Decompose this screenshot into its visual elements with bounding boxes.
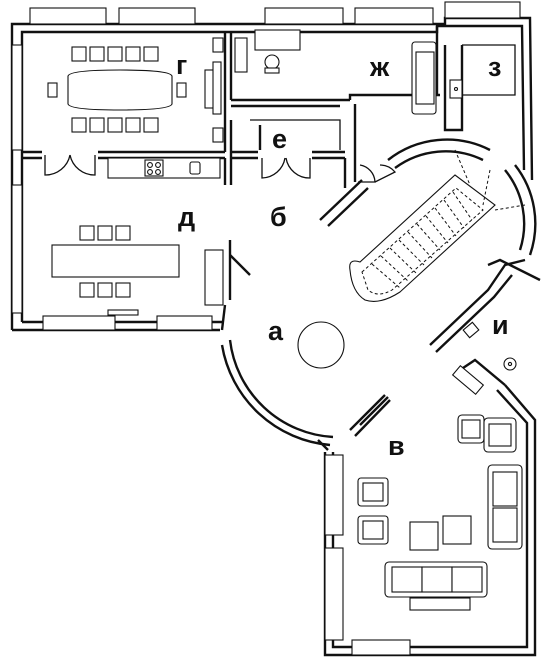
living-furniture — [357, 414, 523, 611]
staircase — [349, 149, 526, 302]
doors — [44, 154, 397, 426]
office-furniture — [234, 29, 437, 115]
dining-furniture — [51, 225, 224, 316]
conference-furniture — [47, 37, 224, 143]
windows — [11, 1, 521, 656]
interior-walls — [22, 26, 537, 451]
room-label-a: а — [268, 316, 284, 346]
room-label-zh: ж — [369, 52, 390, 82]
bathroom-fixtures — [449, 44, 516, 99]
kitchen-counter — [107, 157, 221, 179]
room-label-g: г — [176, 50, 187, 80]
room-label-b: б — [270, 202, 287, 232]
room-label-z: з — [488, 52, 501, 82]
room-label-e: е — [272, 124, 287, 154]
room-labels: а б в г д е ж з и — [176, 50, 509, 461]
room-label-d: д — [178, 202, 195, 232]
wc-fixtures — [451, 321, 517, 396]
room-label-i: и — [492, 310, 509, 340]
hall-feature — [297, 321, 345, 369]
room-label-v: в — [388, 431, 405, 461]
